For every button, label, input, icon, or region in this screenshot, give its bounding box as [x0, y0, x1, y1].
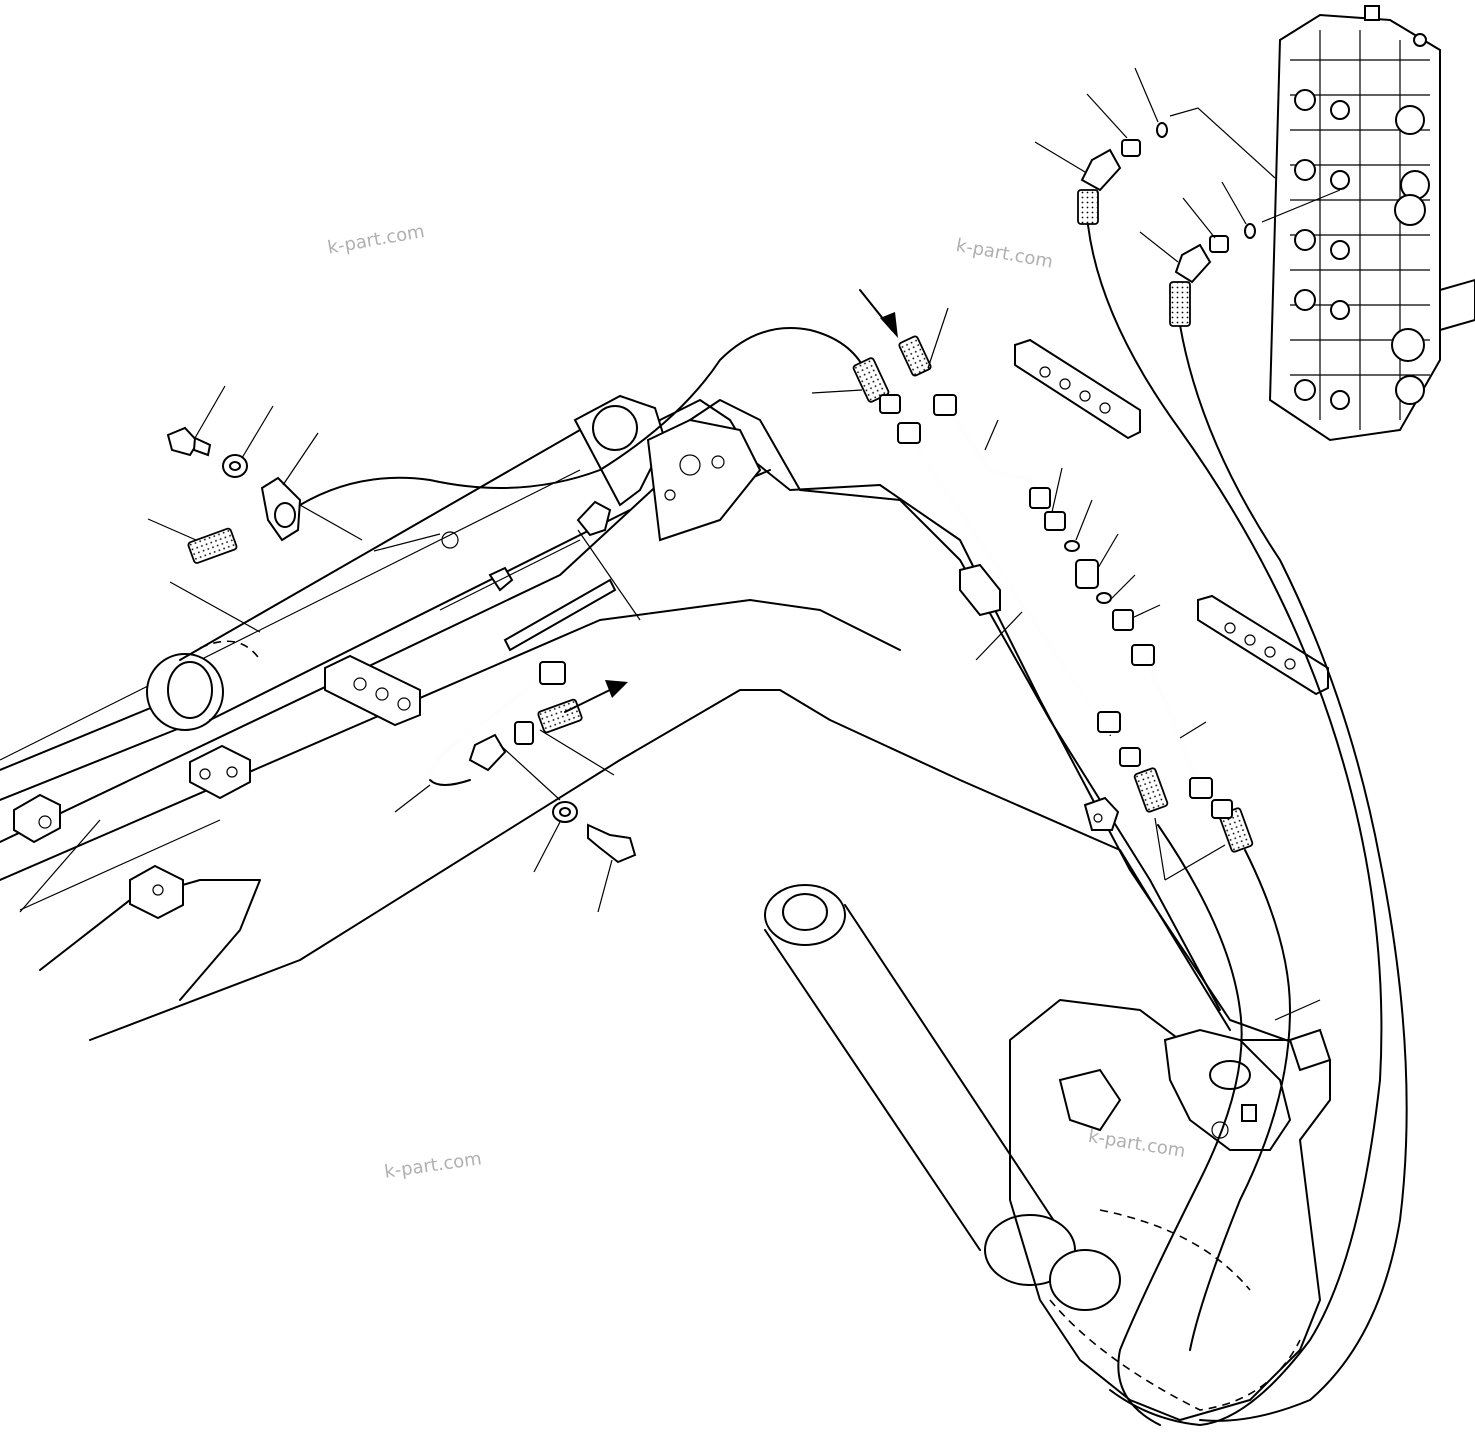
boom-cylinder-bracket: [13, 744, 251, 844]
arm-end-bracket: [1009, 999, 1332, 1421]
control-valve: [1268, 5, 1475, 442]
direction-arrows: [564, 289, 898, 713]
small-parts: [166, 122, 1256, 864]
leader-lines: [19, 67, 1341, 1021]
arm-cylinder: [764, 884, 1076, 1286]
hydraulic-hoses: [299, 224, 1408, 1426]
boom-cylinder: [0, 394, 667, 801]
hose-clamp-strips: [129, 338, 1329, 920]
hose-fittings: [187, 189, 1254, 853]
arm-outline: [646, 399, 1221, 1011]
